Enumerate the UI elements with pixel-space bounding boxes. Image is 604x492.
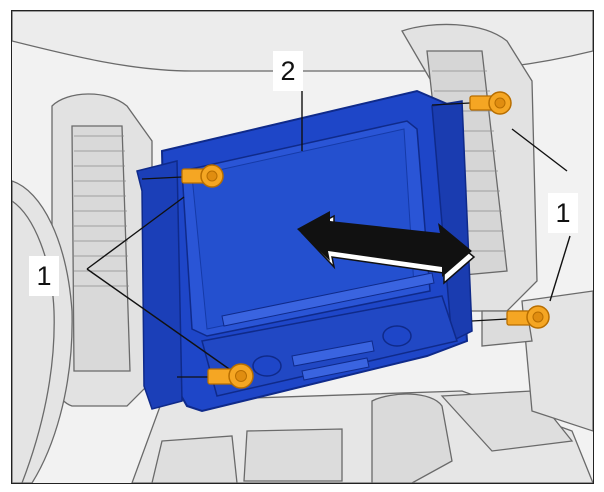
screw-icon-lower-right: [471, 305, 550, 329]
dashboard-drawing: [12, 11, 593, 483]
screw-icon-lower-left: [177, 363, 254, 389]
removal-direction-arrow: [297, 211, 476, 285]
callout-screws-right: 1: [548, 193, 578, 233]
screw-icon-upper-right: [431, 91, 512, 115]
leader-lines: [86, 83, 571, 372]
callout-screen-module: 2: [273, 51, 303, 91]
callout-screws-left: 1: [29, 256, 59, 296]
screw-icon-upper-left: [141, 164, 224, 188]
diagram-frame: 2 1 1: [11, 10, 594, 484]
vent-grille-left: [74, 135, 129, 287]
